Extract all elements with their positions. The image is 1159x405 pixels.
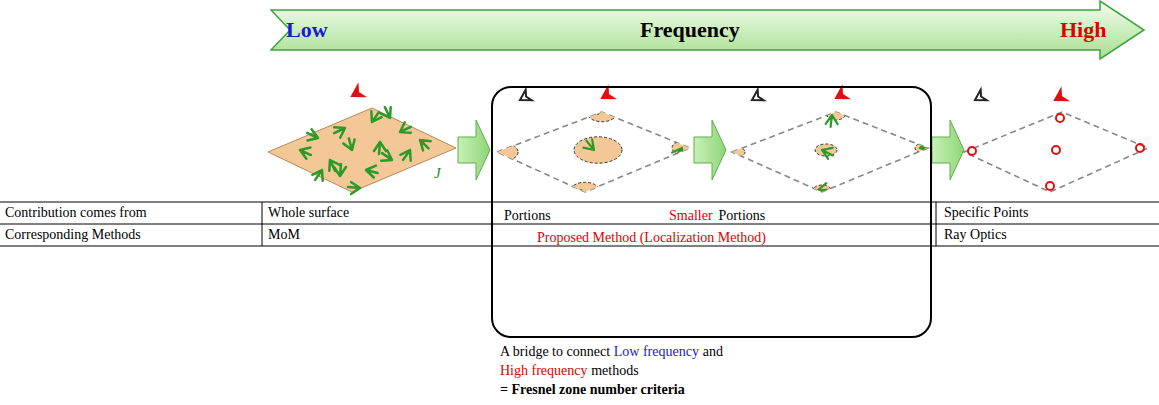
current-arrow [325, 157, 341, 173]
current-arrow [348, 182, 360, 194]
current-arrow [581, 137, 598, 154]
table-cell: Corresponding Methods [5, 227, 141, 243]
current-arrow [397, 121, 413, 137]
current-arrow [379, 149, 395, 165]
current-arrow [589, 101, 604, 116]
specular-point [1056, 114, 1064, 122]
active-region [725, 147, 745, 158]
surface-plate [732, 112, 928, 192]
current-arrow [367, 109, 383, 125]
axis-label: Low [286, 17, 328, 43]
current-arrow [568, 186, 585, 203]
wave-icon [517, 90, 532, 105]
table-cell: Specific Points [944, 205, 1028, 221]
current-arrow [399, 147, 415, 163]
wave-icon [599, 88, 614, 103]
surface-figures [268, 86, 1148, 203]
current-arrow [332, 123, 348, 139]
contribution-text: Portions [504, 207, 551, 225]
specular-point [1052, 146, 1060, 154]
current-arrow [311, 167, 327, 183]
contribution-text: Smaller [669, 207, 713, 225]
surface-plate [964, 112, 1148, 192]
note-text: and [703, 344, 723, 359]
active-region [672, 140, 700, 155]
current-arrow [722, 150, 737, 165]
table-cell: MoM [268, 227, 300, 243]
bridge-note: A bridge to connect Low frequency andHigh … [500, 342, 727, 399]
table-lines [0, 202, 1159, 246]
current-arrow [365, 164, 379, 178]
current-arrow [817, 183, 830, 196]
method-name: Proposed Method (Localization Method) [537, 229, 766, 247]
current-arrow [305, 128, 320, 143]
active-region [571, 182, 599, 197]
current-symbol: J [434, 165, 441, 181]
contribution-text: Portions [719, 207, 766, 225]
step-arrow [694, 120, 726, 180]
method-bracket-box: Portions Smaller PortionsProposed Method (… [491, 86, 932, 338]
table-cell: Contribution comes from [5, 205, 147, 221]
specular-point [1136, 144, 1144, 152]
current-arrow [416, 135, 433, 152]
surface-plate [497, 112, 690, 192]
current-arrow [342, 137, 357, 152]
frequency-arrow: Low Frequency High [270, 0, 1145, 60]
table-cell: Whole surface [268, 205, 349, 221]
wave-icon [1052, 90, 1067, 105]
specular-point [1046, 182, 1054, 190]
active-region [574, 137, 622, 163]
current-arrow [298, 144, 313, 159]
active-region [482, 142, 518, 162]
note-text: A bridge to connect [500, 344, 610, 359]
current-arrow [826, 115, 838, 127]
note-text: = Fresnel zone number criteria [500, 382, 685, 397]
wave-icon [349, 86, 364, 101]
axis-label: High [1060, 17, 1106, 43]
active-region [588, 106, 616, 121]
step-arrow [932, 120, 964, 180]
wave-icon [833, 88, 848, 103]
step-arrow [458, 120, 490, 180]
current-arrow [374, 142, 386, 154]
note-text: High frequency [500, 363, 587, 378]
note-text: Low frequency [614, 344, 699, 359]
surface-plate [268, 108, 456, 192]
wave-icon [972, 90, 987, 105]
current-arrow [379, 105, 395, 121]
current-arrow [820, 144, 836, 160]
specular-point [968, 147, 976, 155]
axis-label: Frequency [640, 17, 740, 43]
current-arrow [334, 164, 346, 176]
current-arrow [671, 145, 688, 162]
note-text: methods [591, 363, 638, 378]
wave-icon [749, 90, 764, 105]
table-cell: Ray Optics [944, 227, 1007, 243]
